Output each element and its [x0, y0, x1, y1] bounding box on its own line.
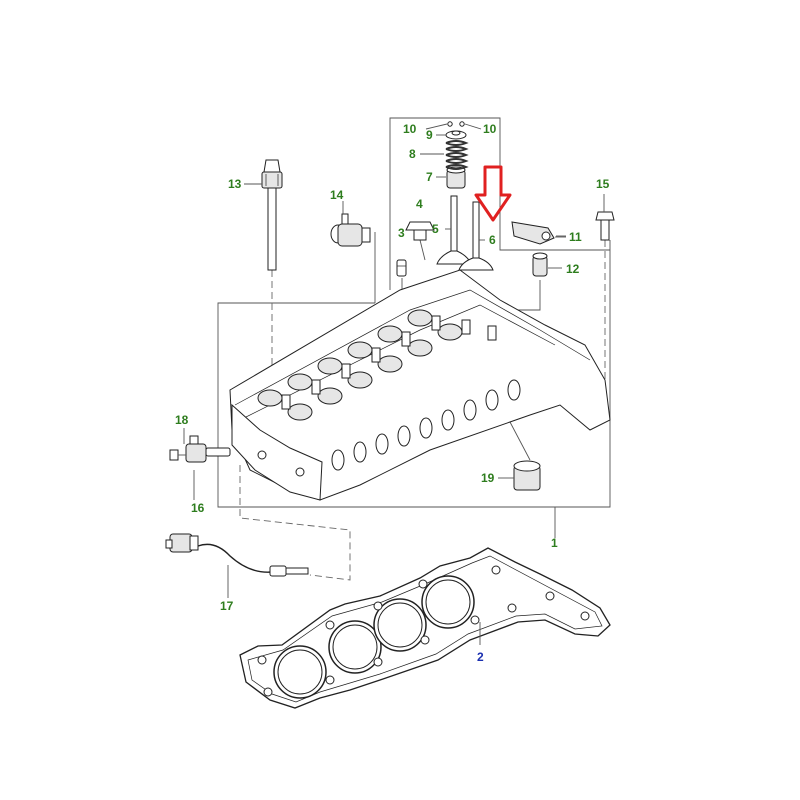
- callout-14: 14: [330, 188, 344, 202]
- valve-spring-stack: [445, 121, 469, 189]
- gasket-bores: [273, 575, 475, 699]
- callout-13: 13: [228, 177, 242, 191]
- callout-10-right: 10: [483, 122, 497, 136]
- gasket-holes: [257, 565, 590, 697]
- cam-journals: [257, 309, 463, 421]
- callout-6: 6: [489, 233, 496, 247]
- cylinder-head-1: [229, 269, 611, 501]
- valve-6: [458, 201, 494, 271]
- bolt-4: [405, 221, 435, 241]
- lash-adjuster-12: [532, 252, 562, 277]
- callout-15: 15: [596, 177, 610, 191]
- plug-3: [396, 259, 407, 277]
- bolt-15: [595, 211, 615, 241]
- callout-1: 1: [551, 536, 558, 550]
- callout-2: 2: [477, 650, 484, 664]
- callout-5: 5: [432, 222, 439, 236]
- callout-connectors: [183, 123, 605, 598]
- bolt-18: [169, 449, 186, 461]
- callout-17: 17: [220, 599, 234, 613]
- tappet-19: [513, 460, 541, 491]
- callout-8: 8: [409, 147, 416, 161]
- callout-labels: 1 2 3 4 5 6 7 8 9 10 10 11 12 13 14 15 1…: [175, 122, 610, 664]
- callout-19: 19: [481, 471, 495, 485]
- callout-18: 18: [175, 413, 189, 427]
- head-valve-springs: [281, 315, 497, 410]
- down-arrow-icon: [474, 165, 512, 222]
- callout-3: 3: [398, 226, 405, 240]
- callout-16: 16: [191, 501, 205, 515]
- valve-spring-8: [445, 140, 469, 170]
- sensor-16: [185, 435, 231, 463]
- sensor-17: [165, 533, 309, 577]
- callout-9: 9: [426, 128, 433, 142]
- callout-7: 7: [426, 170, 433, 184]
- head-bolt-13: [261, 159, 283, 271]
- valve-5: [436, 195, 472, 265]
- callout-12: 12: [566, 262, 580, 276]
- sensor-14: [330, 213, 371, 247]
- callout-4: 4: [416, 197, 423, 211]
- callout-10-left: 10: [403, 122, 417, 136]
- callout-11: 11: [569, 230, 582, 244]
- rocker-arm-11: [511, 221, 566, 245]
- head-ports: [331, 379, 521, 471]
- head-gasket-2: [239, 547, 611, 709]
